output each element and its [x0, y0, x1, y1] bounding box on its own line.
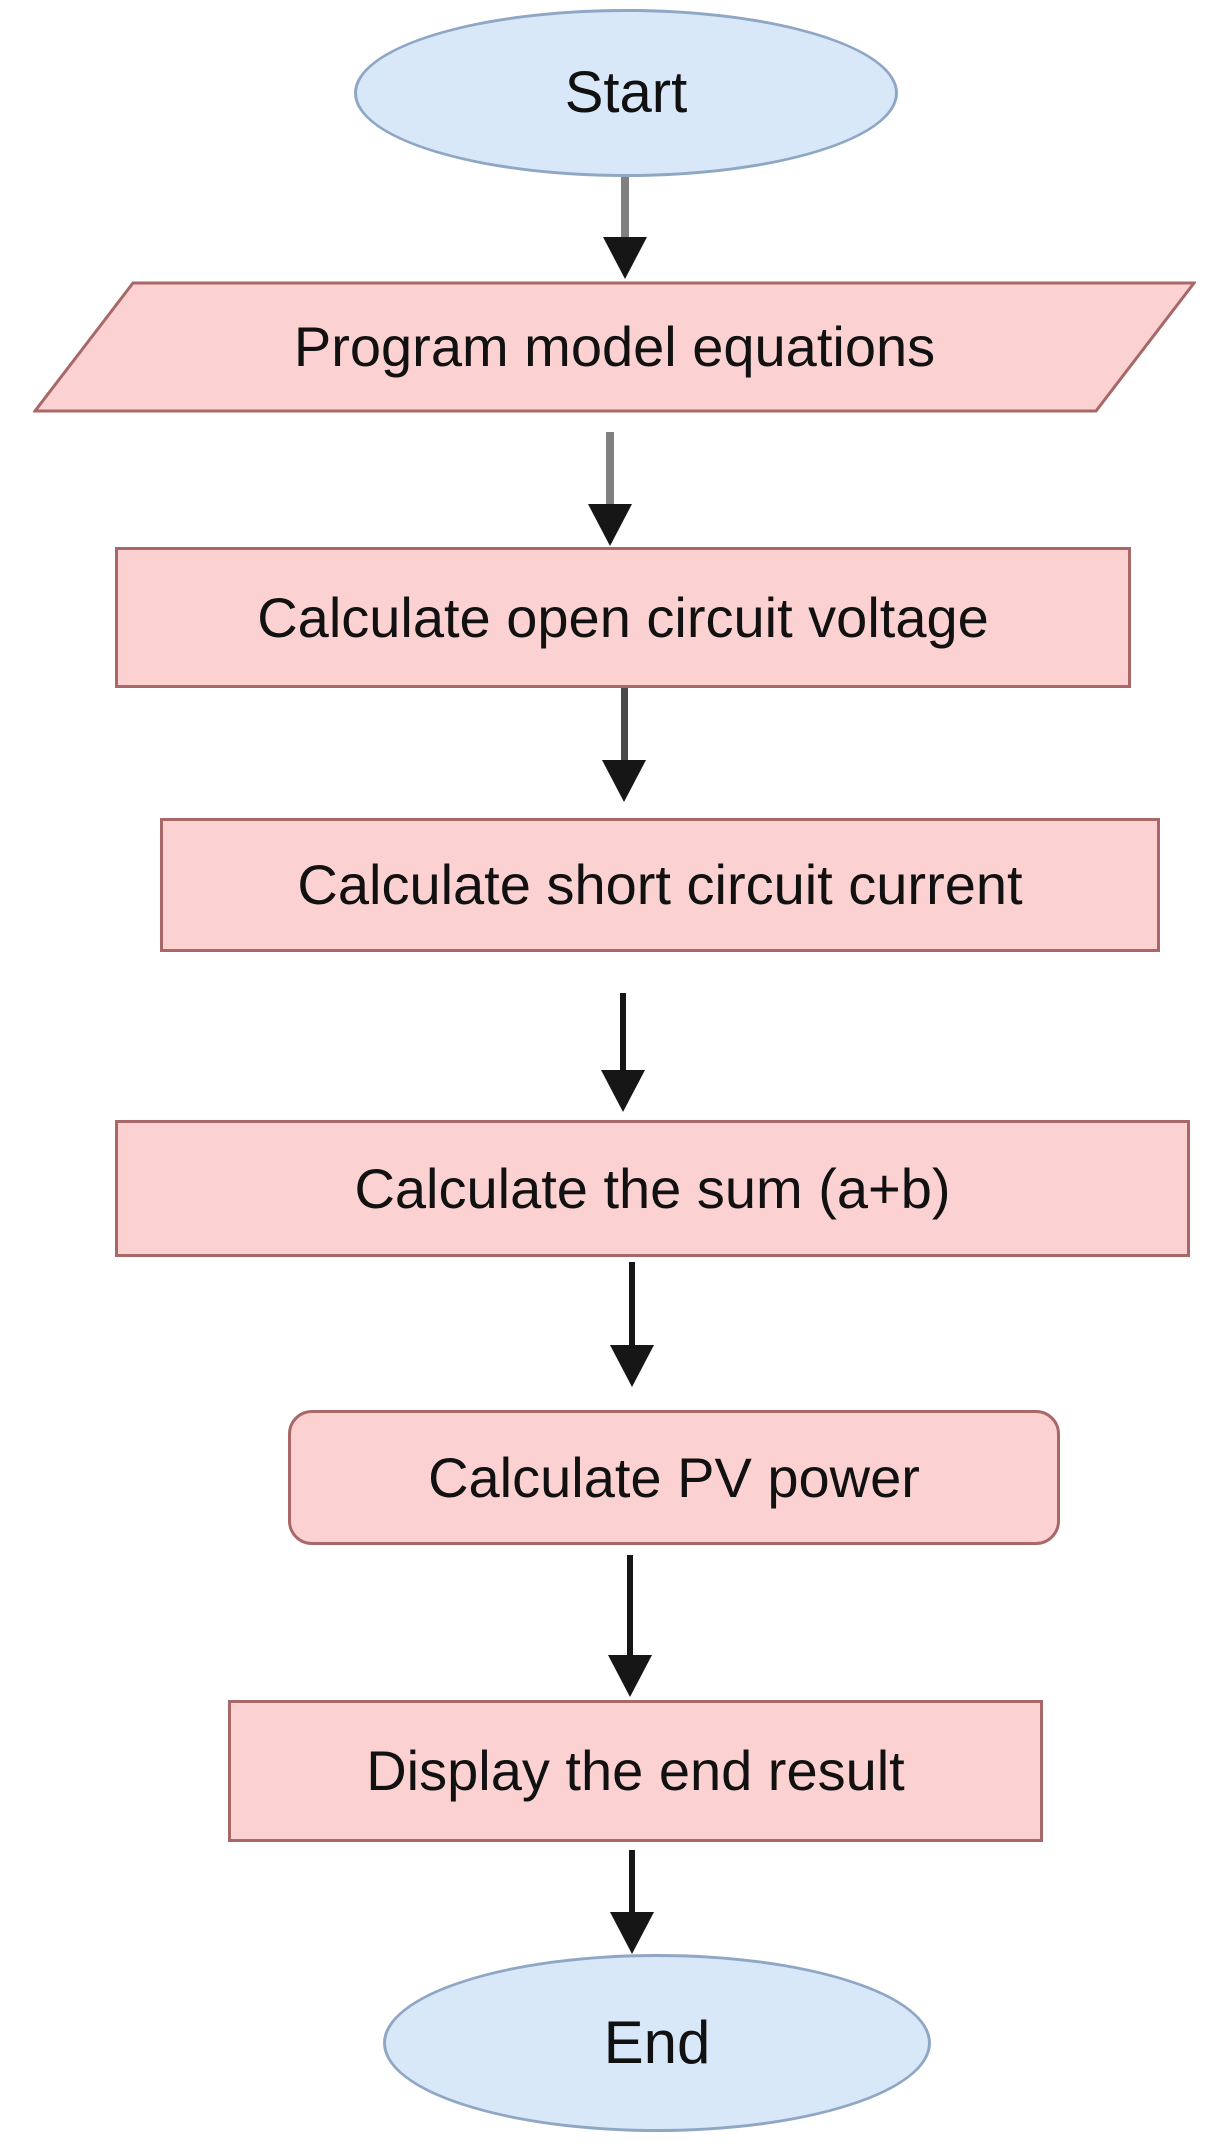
flow-arrow-shaft-isc-sum: [620, 993, 626, 1072]
flow-arrow-shaft-pv-display: [627, 1555, 633, 1657]
node-start-label: Start: [564, 60, 688, 126]
node-isc-label: Calculate short circuit current: [297, 853, 1023, 917]
flowchart-node-open-circuit-voltage: Calculate open circuit voltage: [115, 547, 1131, 688]
node-program-label: Program model equations: [293, 315, 936, 379]
flow-arrowhead-program-voc: [588, 504, 632, 546]
flow-arrowhead-sum-pv: [610, 1345, 654, 1387]
flow-arrowhead-pv-display: [608, 1655, 652, 1697]
node-pv-label: Calculate PV power: [428, 1445, 920, 1509]
flow-arrowhead-start-program: [603, 237, 647, 279]
flowchart-node-pv-power: Calculate PV power: [288, 1410, 1060, 1545]
flowchart-node-display-result: Display the end result: [228, 1700, 1043, 1842]
flowchart-node-program-model-equations: Program model equations: [33, 281, 1196, 413]
flowchart-node-end: End: [383, 1954, 931, 2132]
node-voc-label: Calculate open circuit voltage: [257, 585, 989, 649]
flow-arrowhead-isc-sum: [601, 1070, 645, 1112]
node-end-label: End: [603, 2009, 711, 2076]
flow-arrow-shaft-voc-isc: [621, 688, 628, 762]
flowchart-node-sum: Calculate the sum (a+b): [115, 1120, 1190, 1257]
node-display-label: Display the end result: [366, 1739, 905, 1803]
node-sum-label: Calculate the sum (a+b): [354, 1156, 951, 1220]
flowchart-node-short-circuit-current: Calculate short circuit current: [160, 818, 1160, 952]
flow-arrowhead-voc-isc: [602, 760, 646, 802]
flow-arrow-shaft-start-program: [621, 177, 629, 239]
flow-arrow-shaft-display-end: [629, 1850, 635, 1914]
parallelogram-shape: [33, 281, 1196, 413]
flow-arrowhead-display-end: [610, 1912, 654, 1954]
flowchart-node-start: Start: [354, 9, 898, 177]
flow-arrow-shaft-program-voc: [606, 432, 614, 506]
flow-arrow-shaft-sum-pv: [629, 1262, 635, 1347]
